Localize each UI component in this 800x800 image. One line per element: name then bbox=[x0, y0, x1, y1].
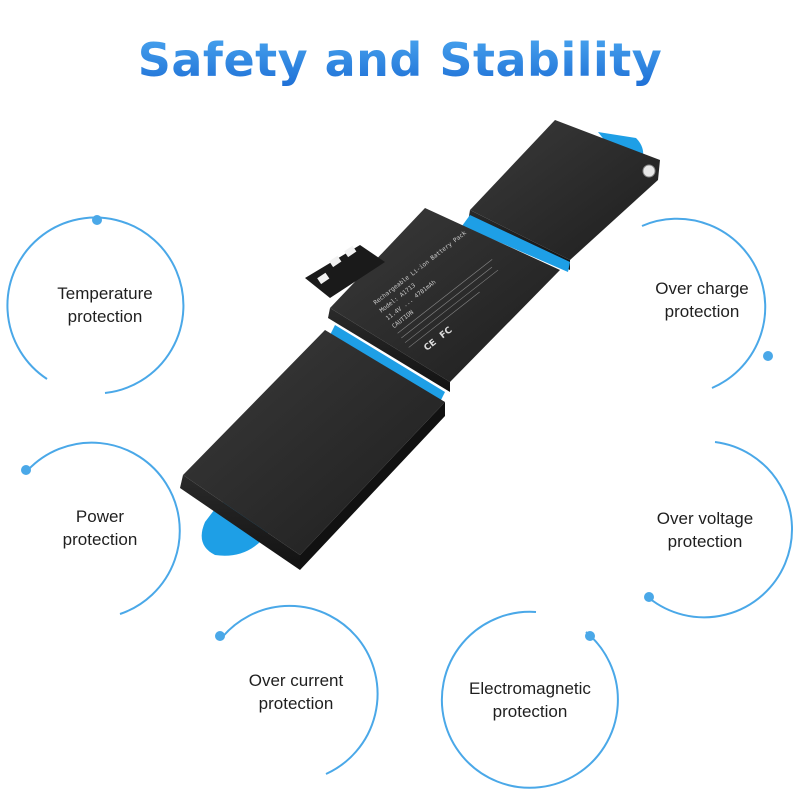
mount-hole bbox=[642, 164, 656, 178]
feature-label: Over voltage protection bbox=[656, 509, 754, 551]
circle-ring-icon bbox=[6, 215, 185, 394]
feature-over-current: Over current protection bbox=[206, 602, 386, 782]
page-title: Safety and Stability bbox=[0, 33, 800, 87]
feature-label: Power protection bbox=[62, 507, 138, 549]
ribbon-connector bbox=[305, 245, 385, 298]
circle-ring-icon bbox=[644, 441, 793, 619]
circle-ring-icon bbox=[21, 441, 181, 615]
feature-label: Electromagnetic protection bbox=[469, 679, 591, 721]
circle-ring-icon bbox=[215, 604, 379, 775]
battery-cell-top bbox=[470, 120, 660, 260]
battery-cell-bottom bbox=[183, 330, 445, 555]
feature-temperature: Temperature protection bbox=[6, 215, 195, 395]
feature-label: Temperature protection bbox=[57, 284, 153, 326]
feature-electromagnetic: Electromagnetic protection bbox=[440, 610, 620, 790]
battery-image: Rechargeable Li-ion Battery Pack Model: … bbox=[180, 120, 660, 570]
circle-ring-icon bbox=[440, 610, 619, 789]
feature-over-voltage: Over voltage protection bbox=[615, 440, 795, 620]
feature-label: Over current protection bbox=[248, 671, 344, 713]
feature-label: Over charge protection bbox=[655, 279, 749, 321]
circle-ring-icon bbox=[641, 217, 773, 389]
battery-cell-middle bbox=[330, 208, 560, 382]
feature-over-charge: Over charge protection bbox=[612, 210, 792, 390]
feature-power: Power protection bbox=[10, 438, 190, 618]
